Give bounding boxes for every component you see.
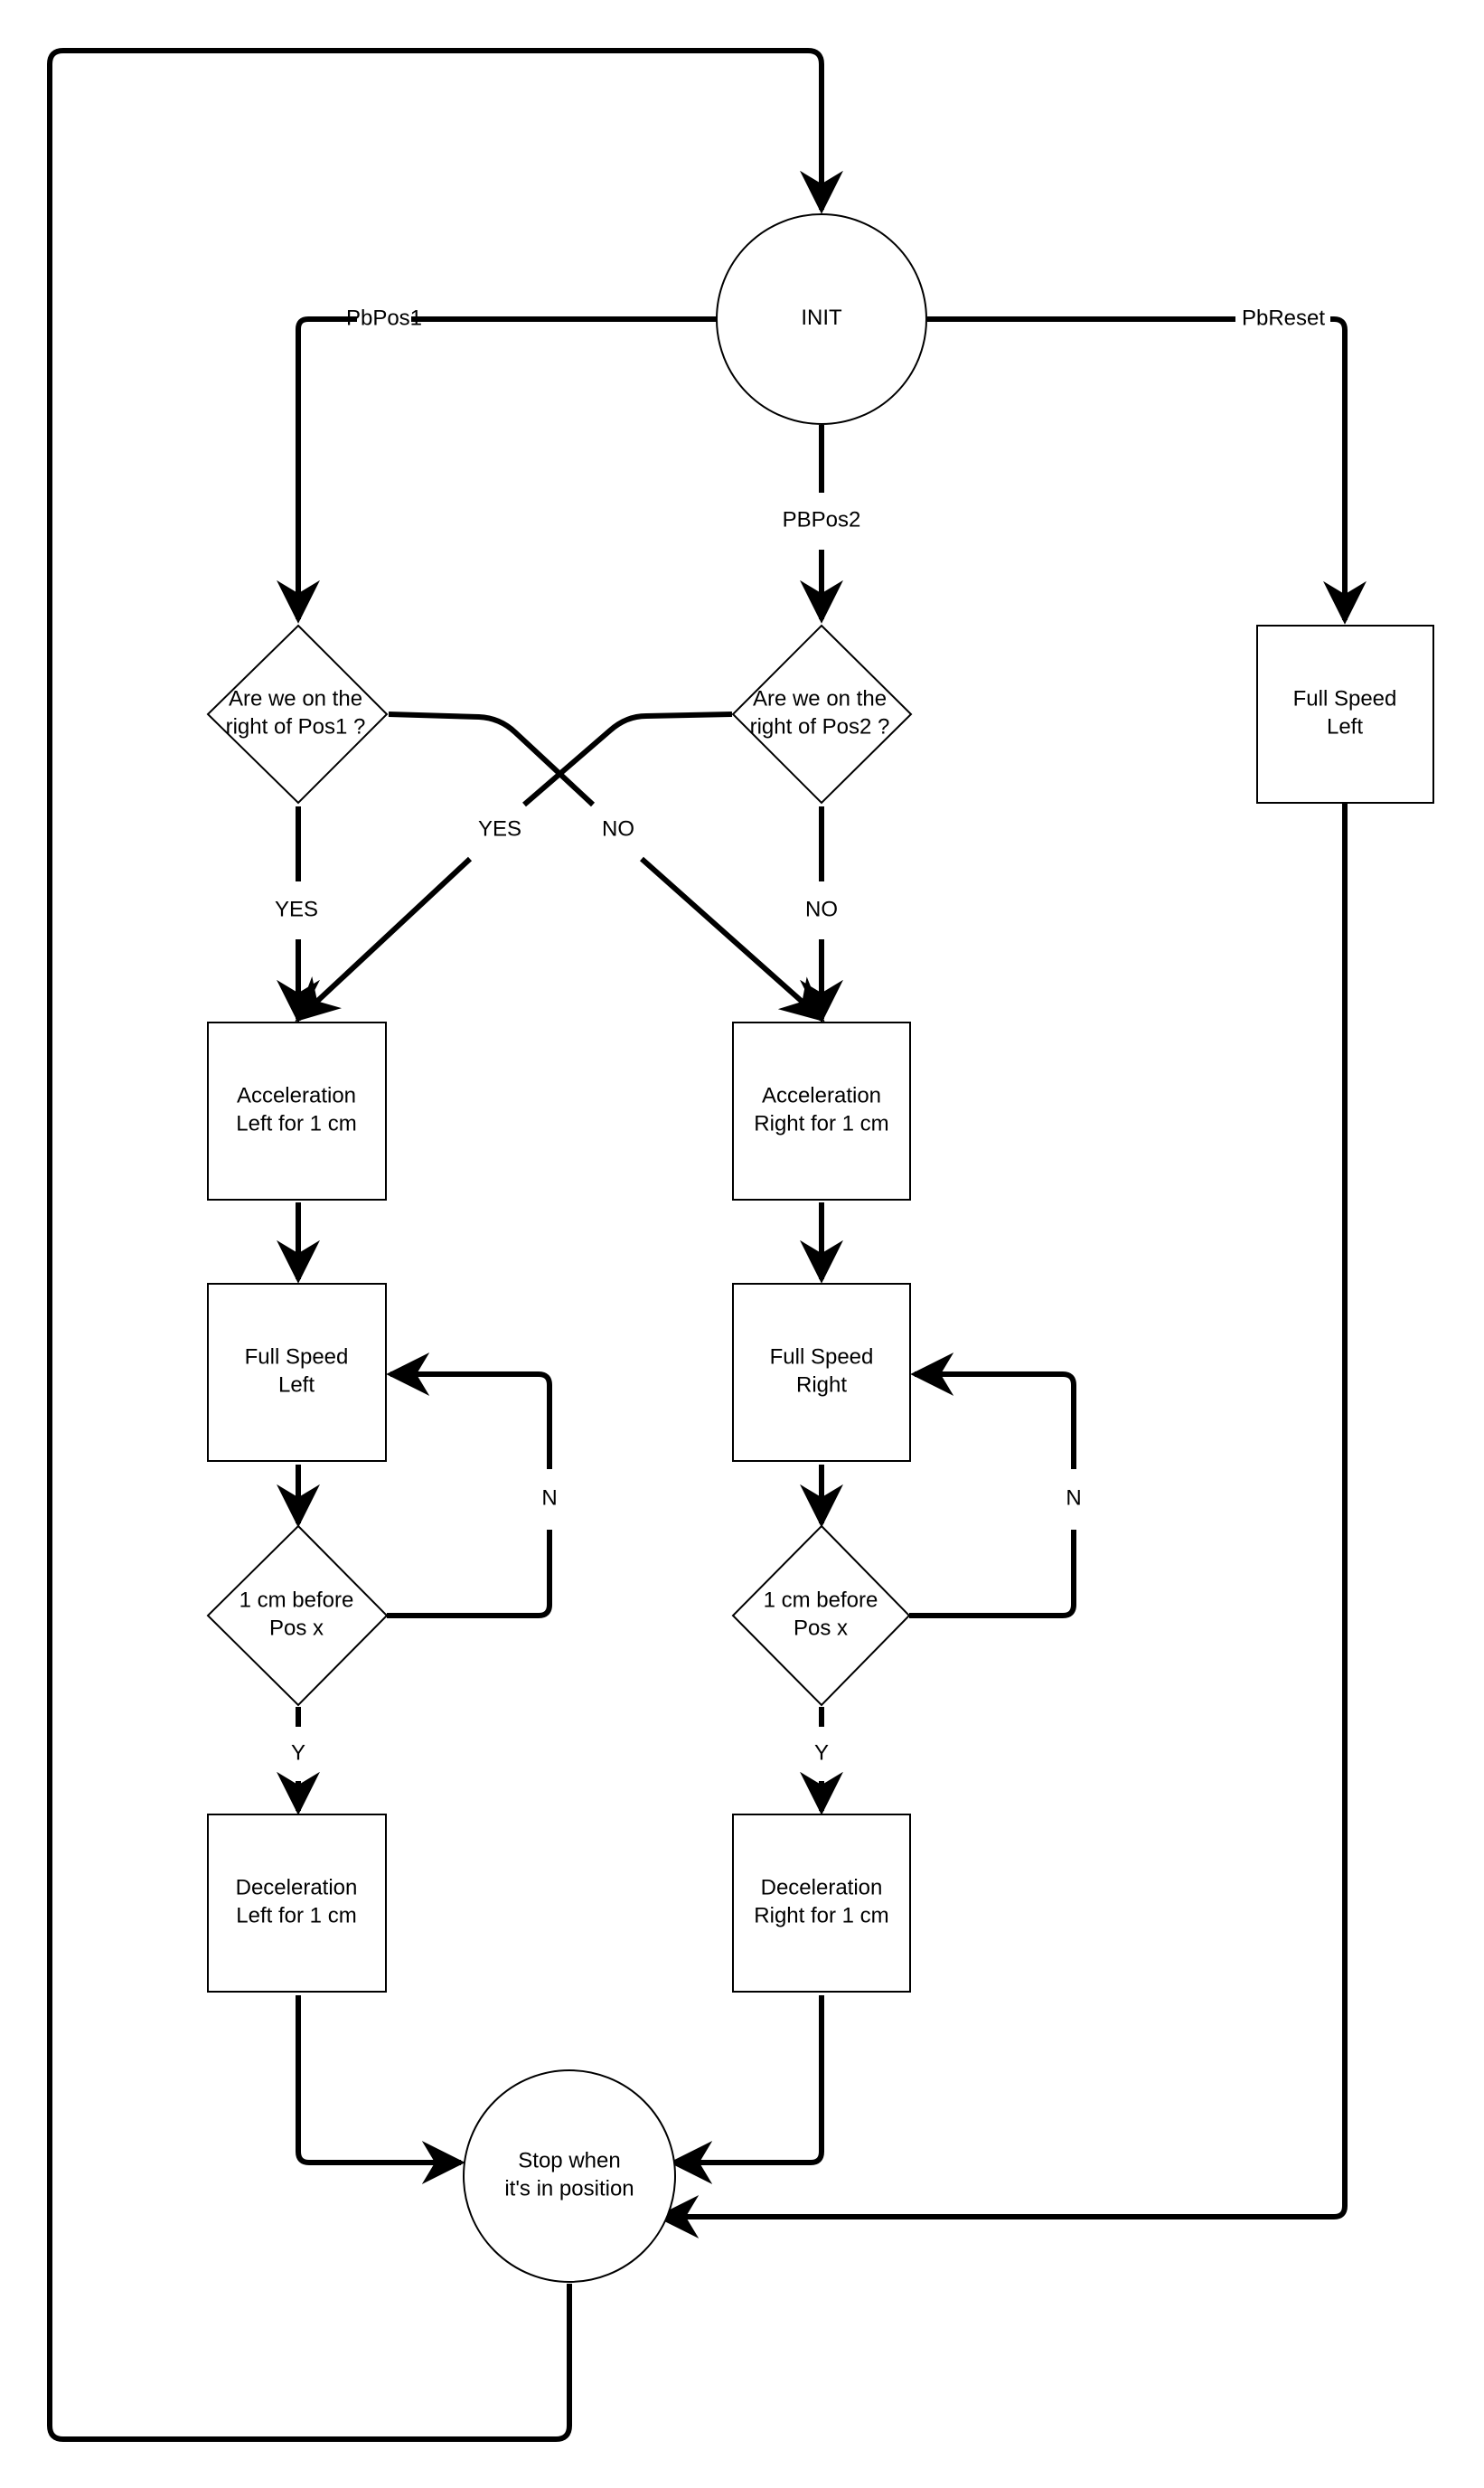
label-pbpos1: PbPos1 xyxy=(346,306,422,330)
node-label-line: 1 cm before xyxy=(764,1588,878,1613)
edge-pos2-yes xyxy=(298,712,733,1019)
edge-check-left-n xyxy=(387,1374,552,1618)
node-label-line: Full Speed xyxy=(1293,687,1397,712)
label-check-left-n: N xyxy=(541,1485,557,1510)
edge-reset-stop xyxy=(655,803,1348,2238)
node-decision-pos1 xyxy=(206,624,389,805)
node-label-line: Left for 1 cm xyxy=(236,1904,356,1928)
node-accel-left xyxy=(207,1022,387,1201)
node-full-speed-left xyxy=(207,1283,387,1462)
node-stop xyxy=(463,2069,676,2283)
node-label-line: Acceleration xyxy=(237,1084,356,1108)
node-label-line: right of Pos2 ? xyxy=(750,715,890,740)
node-label-line: it's in position xyxy=(504,2177,634,2201)
node-label-line: Left for 1 cm xyxy=(236,1112,356,1136)
label-pos1-yes: YES xyxy=(275,897,318,921)
node-label-line: Are we on the xyxy=(753,687,887,712)
label-pos2-yes: YES xyxy=(478,816,521,841)
edge-pos1-no xyxy=(388,712,822,1019)
node-label-line: Right xyxy=(796,1373,847,1398)
edge-decel-left-stop xyxy=(296,1995,465,2184)
node-label-line: Left xyxy=(278,1373,315,1398)
label-pbreset: PbReset xyxy=(1242,306,1325,330)
node-label-line: Deceleration xyxy=(761,1876,883,1900)
label-pos1-no: NO xyxy=(602,816,634,841)
node-stop-label: Stop when it's in position xyxy=(504,2149,634,2201)
node-init xyxy=(716,213,927,425)
node-accel-right xyxy=(732,1022,911,1201)
node-check-left xyxy=(206,1524,389,1707)
node-label-line: Full Speed xyxy=(770,1345,874,1370)
node-check-right xyxy=(731,1524,911,1707)
edge-check-right-n xyxy=(909,1374,1076,1618)
node-label-line: Right for 1 cm xyxy=(754,1904,888,1928)
label-check-right-n: N xyxy=(1066,1485,1081,1510)
node-label-line: Are we on the xyxy=(229,687,362,712)
label-pos2-no: NO xyxy=(805,897,838,921)
node-label-line: 1 cm before xyxy=(240,1588,354,1613)
node-label-line: Pos x xyxy=(269,1616,324,1641)
node-init-label: INIT xyxy=(801,306,842,330)
node-label-line: right of Pos1 ? xyxy=(226,715,366,740)
node-label-line: Pos x xyxy=(794,1616,848,1641)
node-full-speed-right xyxy=(732,1283,911,1462)
node-decision-pos2 xyxy=(731,624,913,805)
node-label-line: Full Speed xyxy=(245,1345,349,1370)
node-label-line: Stop when xyxy=(518,2149,620,2173)
node-decel-left xyxy=(207,1814,387,1993)
node-label-line: INIT xyxy=(801,306,842,330)
edge-loop-back xyxy=(47,48,843,2442)
edge-init-pbpos1 xyxy=(298,316,717,619)
node-full-speed-left-reset xyxy=(1256,625,1434,804)
node-decel-right xyxy=(732,1814,911,1993)
edge-decel-right-stop xyxy=(669,1995,824,2184)
label-pbpos2: PBPos2 xyxy=(783,507,861,532)
node-decision-pos2-label: Are we on the right of Pos2 ? xyxy=(750,687,890,740)
node-label-line: Acceleration xyxy=(762,1084,881,1108)
node-decision-pos1-label: Are we on the right of Pos1 ? xyxy=(226,687,366,740)
node-label-line: Deceleration xyxy=(236,1876,358,1900)
node-label-line: Right for 1 cm xyxy=(754,1112,888,1136)
edge-init-pbreset xyxy=(927,316,1345,620)
node-label-line: Left xyxy=(1327,715,1363,740)
label-check-right-y: Y xyxy=(814,1740,829,1765)
label-check-left-y: Y xyxy=(291,1740,305,1765)
